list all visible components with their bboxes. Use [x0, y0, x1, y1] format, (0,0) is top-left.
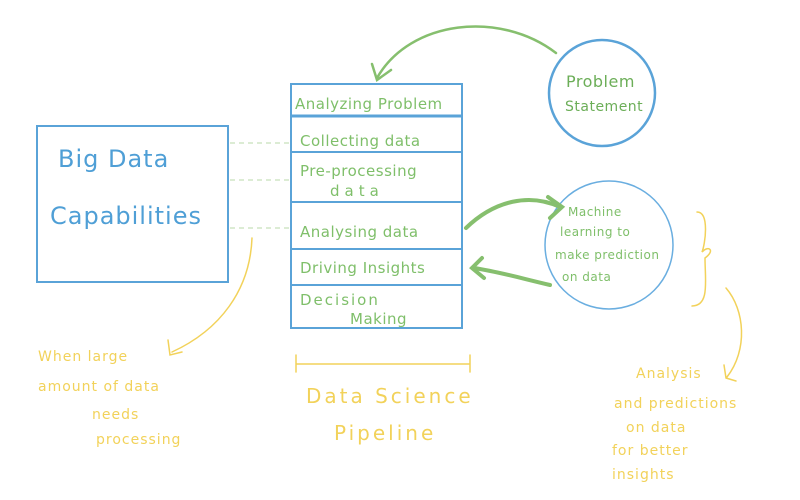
pipeline-step-decision: Decision [300, 291, 380, 309]
pipeline-step-collecting-data: Collecting data [300, 132, 421, 150]
analysis-note-line1: Analysis [636, 366, 702, 382]
analysis-note-line3: on data [626, 420, 687, 436]
pipeline-step-preprocessing: Pre-processing [300, 162, 418, 180]
connector-dashes [230, 142, 291, 229]
ml-line1: Machine [568, 205, 622, 219]
big-data-title-line1: Big Data [58, 145, 170, 173]
green-arrows [370, 25, 566, 287]
big-data-note-line1: When large [38, 349, 129, 365]
big-data-box [36, 125, 229, 283]
ml-circle [544, 180, 674, 310]
pipeline-step-analysing-data: Analysing data [300, 223, 419, 241]
ml-line2: learning to [560, 225, 631, 239]
analysis-note-line5: insights [612, 467, 675, 483]
pipeline-step-making: Making [350, 310, 408, 328]
big-data-note-line3: needs [92, 407, 140, 423]
pipeline-box [290, 83, 463, 329]
analysis-note-line4: for better [612, 443, 689, 459]
pipeline-step-preprocessing-data: data [330, 182, 384, 200]
pipeline-label-line2: Pipeline [334, 421, 437, 445]
problem-line1: Problem [566, 72, 635, 91]
ml-line4: on data [562, 270, 612, 284]
pipeline-label-line1: Data Science [306, 384, 474, 408]
ml-line3: make prediction [555, 248, 660, 262]
pipeline-step-analyzing-problem: Analyzing Problem [295, 95, 443, 113]
yellow-annotations [167, 211, 743, 382]
problem-line2: Statement [565, 99, 644, 115]
pipeline-step-driving-insights: Driving Insights [300, 259, 426, 277]
analysis-note-line2: and predictions [614, 396, 738, 412]
problem-circle [547, 38, 657, 148]
big-data-title-line2: Capabilities [50, 202, 202, 230]
big-data-note-line4: processing [96, 432, 182, 448]
big-data-note-line2: amount of data [38, 379, 160, 395]
